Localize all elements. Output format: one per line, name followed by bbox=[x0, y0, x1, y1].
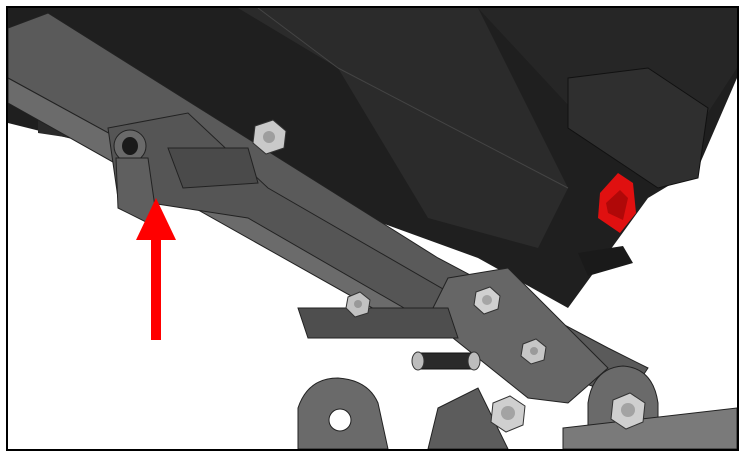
bolt bbox=[490, 395, 526, 433]
latch bbox=[578, 246, 633, 276]
bolt bbox=[252, 119, 287, 155]
bolt bbox=[520, 338, 547, 365]
red-arrow-icon bbox=[136, 198, 176, 340]
lower-brackets bbox=[297, 365, 737, 449]
housing bbox=[8, 8, 737, 308]
bolt bbox=[610, 392, 646, 430]
bolt bbox=[345, 291, 371, 318]
image-frame bbox=[6, 6, 739, 451]
red-component bbox=[598, 173, 636, 233]
bolts bbox=[252, 119, 646, 433]
pivot-eyelet bbox=[113, 129, 159, 229]
spacer-rod bbox=[411, 351, 481, 371]
bolt bbox=[473, 286, 501, 315]
cad-render bbox=[8, 8, 737, 449]
